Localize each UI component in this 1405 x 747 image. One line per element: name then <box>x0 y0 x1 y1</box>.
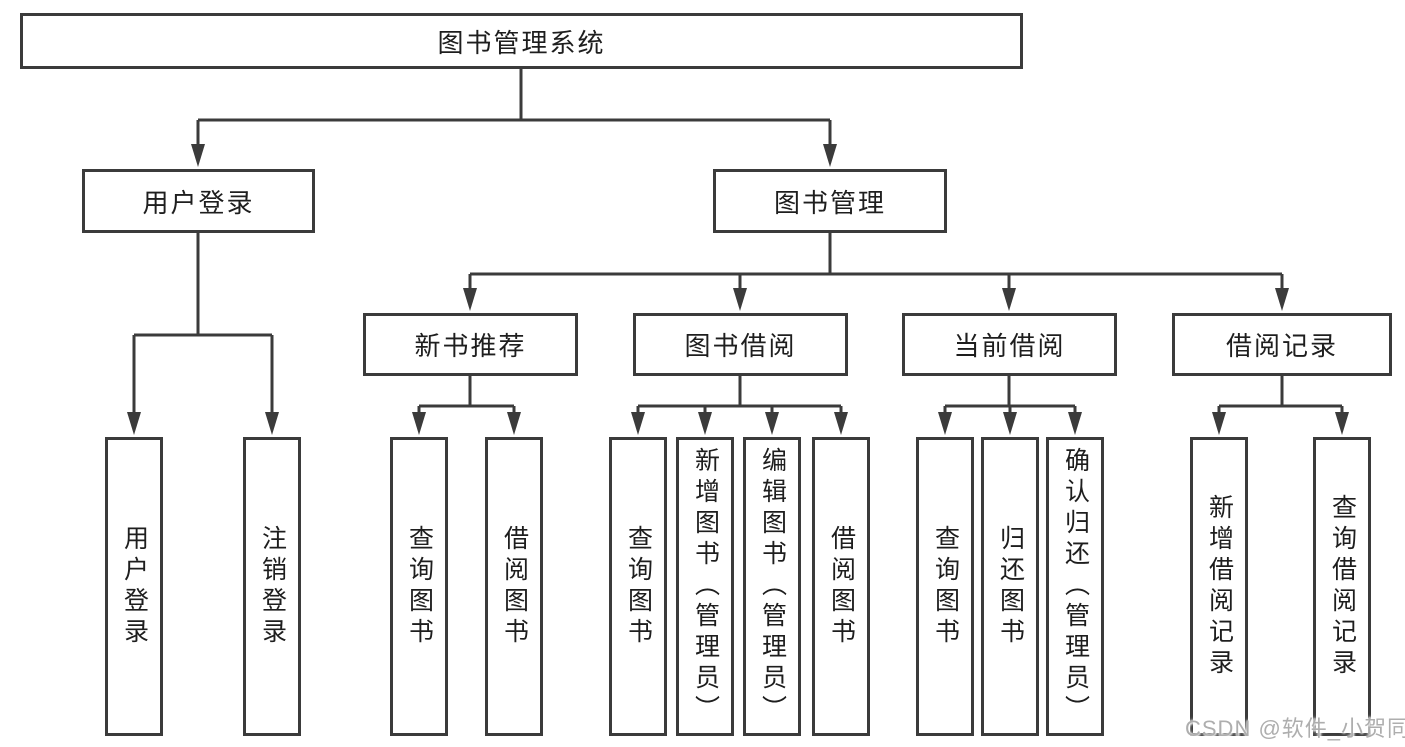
leaf-edit-book-admin-label: 编辑图书（管理员） <box>758 447 787 726</box>
connector-borrow-records-branch <box>1212 376 1349 435</box>
node-book-borrow: 图书借阅 <box>633 313 848 376</box>
node-user-login: 用户登录 <box>82 169 315 233</box>
node-root-label: 图书管理系统 <box>437 27 606 58</box>
connector-current-borrow-branch <box>938 376 1082 435</box>
leaf-logout-label: 注销登录 <box>258 524 287 649</box>
leaf-borrow-book-label: 借阅图书 <box>827 524 856 649</box>
node-book-borrow-label: 图书借阅 <box>684 331 797 361</box>
leaf-return-book-label: 归还图书 <box>996 524 1025 649</box>
connector-new-book-branch <box>412 376 521 435</box>
node-current-borrow: 当前借阅 <box>902 313 1117 376</box>
csdn-watermark: CSDN @软件_小贺同学 <box>1185 716 1405 741</box>
leaf-query-book-borrow-label: 查询图书 <box>624 524 653 649</box>
leaf-query-book-recommend: 查询图书 <box>390 437 448 736</box>
leaf-return-book: 归还图书 <box>981 437 1039 736</box>
leaf-confirm-return-admin: 确认归还（管理员） <box>1046 437 1104 736</box>
leaf-borrow-book-recommend: 借阅图书 <box>485 437 543 736</box>
leaf-query-book-borrow: 查询图书 <box>609 437 667 736</box>
node-new-book-recommend-label: 新书推荐 <box>414 331 527 361</box>
leaf-edit-book-admin: 编辑图书（管理员） <box>743 437 801 736</box>
node-borrow-records: 借阅记录 <box>1172 313 1392 376</box>
leaf-user-login-label: 用户登录 <box>120 524 149 649</box>
leaf-query-borrow-record-label: 查询借阅记录 <box>1328 493 1357 680</box>
leaf-add-borrow-record: 新增借阅记录 <box>1190 437 1248 736</box>
node-root: 图书管理系统 <box>20 13 1023 69</box>
leaf-confirm-return-admin-label: 确认归还（管理员） <box>1061 447 1090 726</box>
leaf-add-borrow-record-label: 新增借阅记录 <box>1205 493 1234 680</box>
connector-root-branch <box>191 69 837 167</box>
connector-book-borrow-branch <box>631 376 848 435</box>
leaf-add-book-admin-label: 新增图书（管理员） <box>691 447 720 726</box>
node-book-management-label: 图书管理 <box>773 187 886 218</box>
node-current-borrow-label: 当前借阅 <box>953 331 1066 361</box>
node-user-login-label: 用户登录 <box>142 187 255 218</box>
node-borrow-records-label: 借阅记录 <box>1225 331 1338 361</box>
leaf-logout: 注销登录 <box>243 437 301 736</box>
connector-book-management-branch <box>463 233 1289 311</box>
leaf-borrow-book-recommend-label: 借阅图书 <box>500 524 529 649</box>
leaf-borrow-book: 借阅图书 <box>812 437 870 736</box>
node-new-book-recommend: 新书推荐 <box>363 313 578 376</box>
leaf-query-book-current-label: 查询图书 <box>931 524 960 649</box>
node-book-management: 图书管理 <box>713 169 947 233</box>
leaf-query-book-recommend-label: 查询图书 <box>405 524 434 649</box>
leaf-add-book-admin: 新增图书（管理员） <box>676 437 734 736</box>
leaf-query-book-current: 查询图书 <box>916 437 974 736</box>
leaf-query-borrow-record: 查询借阅记录 <box>1313 437 1371 736</box>
leaf-user-login: 用户登录 <box>105 437 163 736</box>
connector-user-login-branch <box>127 233 279 435</box>
